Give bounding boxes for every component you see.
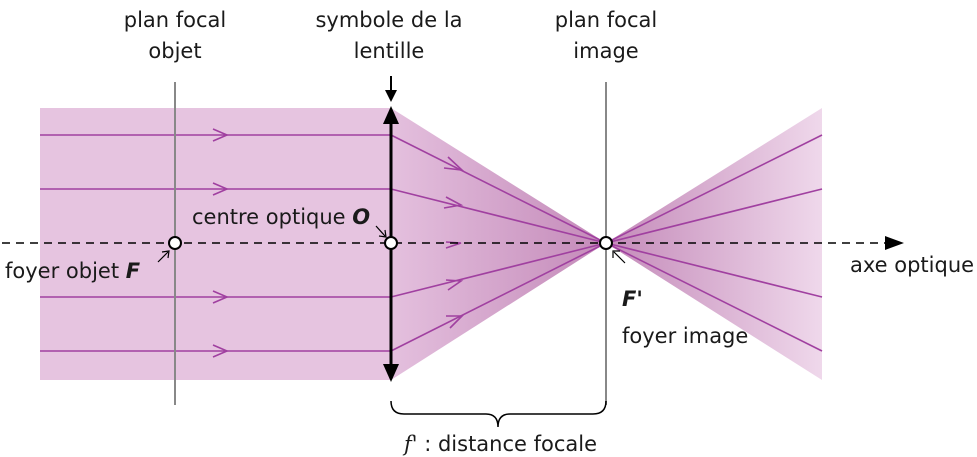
centre-optique-pointer [375,225,386,237]
pointer-arrowhead [612,250,620,258]
foyer-objet-text: foyer objet [5,259,126,283]
pointer-arrowhead [378,229,387,238]
refracted-ray [390,188,607,244]
focal-distance-brace [390,400,607,428]
foyer-image-label: foyer image [622,324,748,348]
plan-focal-image-label-line1: plan focal [555,8,658,32]
focal-distance-label: f' : distance focale [402,432,597,456]
pointer-arrowhead [161,250,170,259]
centre-optique-label: centre optique O [192,205,370,229]
axe-optique-label: axe optique [850,253,974,277]
plan-focal-image-label-line2: image [573,39,638,63]
symbole-lentille-label-line2: lentille [354,39,425,63]
focal-distance-symbol: f' [402,432,418,456]
foyer-image-point [599,236,613,250]
optical-axis-arrowhead [885,236,904,250]
ray-arrow [212,182,230,196]
plan-focal-objet-label-line1: plan focal [124,8,227,32]
foyer-objet-pointer [157,251,169,263]
ray-arrow [443,196,464,209]
emergent-ray [605,242,823,298]
lens-pointer-arrowhead [385,90,397,102]
ray-arrow [212,344,230,358]
incident-beam [40,108,391,380]
ray-arrow [446,315,464,329]
emergent-ray [605,242,823,352]
foyer-image-pointer [613,251,626,264]
focal-distance-text: : distance focale [418,432,598,456]
refracted-ray [390,242,607,298]
converging-rays [390,134,607,352]
point-pointers [157,225,626,264]
ray-arrow [212,290,230,304]
symbole-lentille-label-line1: symbole de la [315,8,462,32]
foyer-objet-symbol: F [126,259,141,283]
incident-rays [40,128,391,358]
refracted-ray [390,134,607,244]
converging-beam [391,108,606,380]
centre-optique-point [384,236,398,250]
ray-arrow [445,279,464,291]
emergent-ray [605,188,823,244]
diverging-rays [605,134,823,352]
foyer-objet-label: foyer objet F [5,259,141,283]
plan-focal-objet-label-line2: objet [148,39,201,63]
foyer-objet-point [168,236,182,250]
centre-optique-text: centre optique [192,205,352,229]
refracted-ray [390,242,607,352]
foyer-image-symbol: F' [622,287,643,311]
centre-optique-symbol: O [352,205,370,229]
ray-arrow [212,128,230,142]
diverging-beam [606,108,822,380]
ray-arrow [443,156,465,172]
lens-bottom-arrowhead [383,364,399,382]
lens-top-arrowhead [383,106,399,124]
emergent-ray [605,134,823,244]
